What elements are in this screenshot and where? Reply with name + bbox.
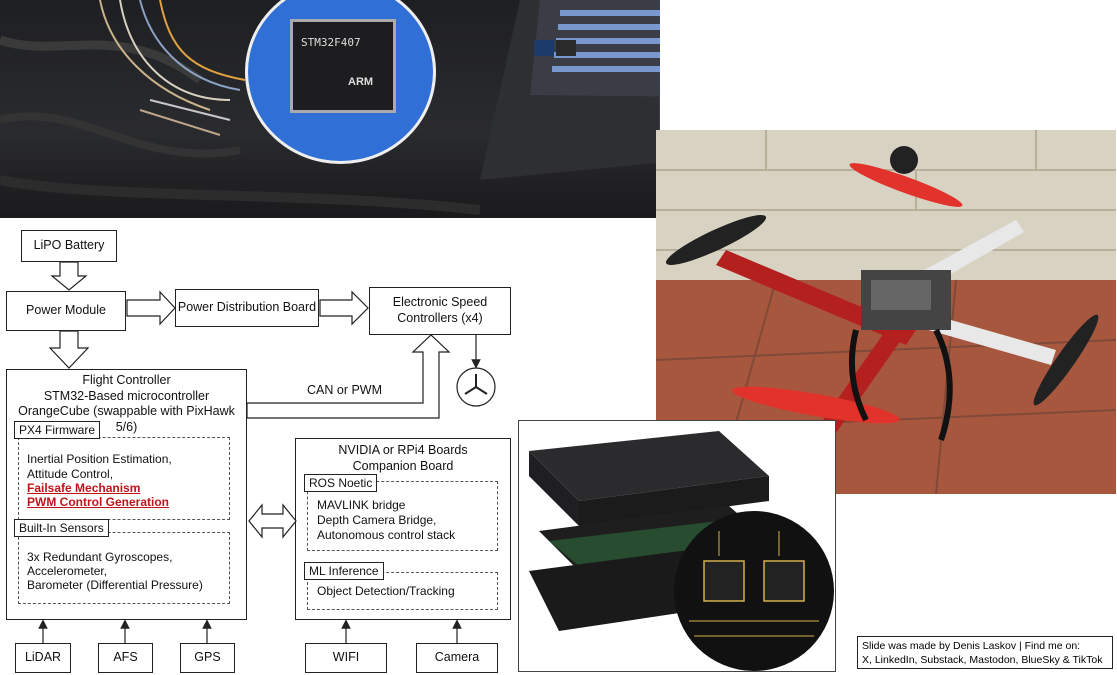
built-in-sensors-section xyxy=(18,532,230,604)
arrow-power-to-pdb xyxy=(126,290,176,326)
ros-noetic-section xyxy=(307,481,498,551)
power-module-box: Power Module xyxy=(6,291,126,331)
ros-item-3: Autonomous control stack xyxy=(317,528,456,542)
fc-mcu: STM32-Based microcontroller xyxy=(43,388,210,403)
gps-box: GPS xyxy=(180,643,235,673)
ml-item-1: Object Detection/Tracking xyxy=(317,584,455,598)
afs-box: AFS xyxy=(98,643,153,673)
flight-controller-box: Flight Controller STM32-Based microcontr… xyxy=(6,369,247,620)
firmware-item-1: Inertial Position Estimation, xyxy=(27,452,172,466)
failsafe-item: Failsafe Mechanism xyxy=(27,481,141,495)
built-in-sensors-title: Built-In Sensors xyxy=(14,519,109,537)
firmware-item-2: Attitude Control, xyxy=(27,467,114,481)
camera-box: Camera xyxy=(416,643,498,673)
arrow-pdb-to-esc xyxy=(319,290,369,326)
px4-firmware-title: PX4 Firmware xyxy=(14,421,101,439)
ros-item-2: Depth Camera Bridge, xyxy=(317,513,437,527)
chip-brand: ARM xyxy=(348,76,374,88)
ml-inference-title: ML Inference xyxy=(304,562,384,580)
workbench-photo: STM32F407 ARM xyxy=(0,0,660,218)
fc-title: Flight Controller xyxy=(82,373,171,387)
arrow-fc-companion xyxy=(248,503,297,539)
companion-hardware: NVIDIA or RPi4 Boards xyxy=(338,443,468,457)
propeller-icon xyxy=(456,367,496,407)
px4-firmware-section xyxy=(18,437,230,520)
credit-line-1: Slide was made by Denis Laskov | Find me… xyxy=(862,640,1081,652)
ros-noetic-title: ROS Noetic xyxy=(304,474,378,492)
sensor-item-1: 3x Redundant Gyroscopes, xyxy=(27,550,173,564)
lidar-box: LiDAR xyxy=(15,643,71,673)
esc-label-1: Electronic Speed xyxy=(392,295,488,310)
gps-label: GPS xyxy=(194,650,221,665)
wifi-label: WIFI xyxy=(332,650,360,665)
esc-box: Electronic Speed Controllers (x4) xyxy=(369,287,511,335)
sensor-item-3: Barometer (Differential Pressure) xyxy=(27,578,203,592)
wifi-box: WIFI xyxy=(305,643,387,673)
can-pwm-label: CAN or PWM xyxy=(307,383,382,397)
chip-label: STM32F407 xyxy=(301,36,361,49)
companion-board-box: NVIDIA or RPi4 Boards Companion Board xyxy=(295,438,511,620)
chip-magnifier: STM32F407 ARM xyxy=(245,0,436,164)
afs-label: AFS xyxy=(113,650,138,665)
pdb-box: Power Distribution Board xyxy=(175,289,319,327)
fc-model: OrangeCube (swappable with PixHawk 5/6) xyxy=(18,404,235,434)
arrow-power-to-fc xyxy=(48,330,90,369)
pdb-label: Power Distribution Board xyxy=(177,300,317,315)
lidar-label: LiDAR xyxy=(24,650,62,665)
arrow-battery-to-power xyxy=(50,261,88,291)
lipo-battery-box: LiPO Battery xyxy=(21,230,117,262)
stm32-chip: STM32F407 ARM xyxy=(290,19,396,113)
cube-photo xyxy=(518,420,836,672)
esc-label-2: Controllers (x4) xyxy=(397,311,483,325)
credit-box: Slide was made by Denis Laskov | Find me… xyxy=(857,636,1113,669)
ros-item-1: MAVLINK bridge xyxy=(317,498,406,512)
camera-label: Camera xyxy=(434,650,480,665)
pwm-generation-item: PWM Control Generation xyxy=(27,495,169,509)
lipo-battery-label: LiPO Battery xyxy=(33,238,105,253)
arrow-fc-to-esc xyxy=(246,334,451,419)
power-module-label: Power Module xyxy=(26,303,106,318)
credit-line-2: X, LinkedIn, Substack, Mastodon, BlueSky… xyxy=(862,654,1103,667)
companion-title: Companion Board xyxy=(352,458,454,473)
sensor-item-2: Accelerometer, xyxy=(27,564,108,578)
ml-inference-section xyxy=(307,572,498,610)
